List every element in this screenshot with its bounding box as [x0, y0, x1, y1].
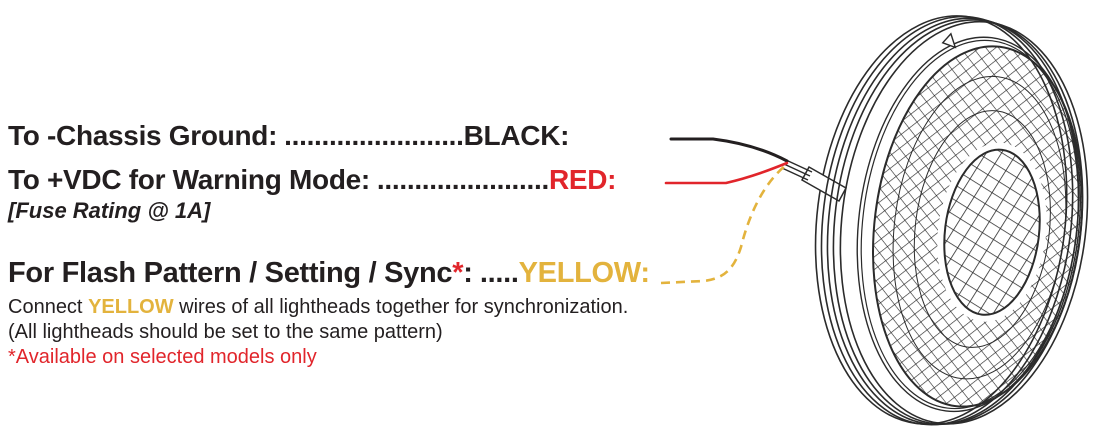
wire-name-black: BLACK:: [463, 120, 570, 151]
yellow-highlight: YELLOW: [88, 296, 174, 318]
note-text: (All lightheads should be set to the sam…: [8, 321, 443, 343]
sync-asterisk: *: [452, 257, 464, 289]
fuse-rating-text: [Fuse Rating @ 1A]: [8, 198, 211, 223]
leader-dots: .....: [479, 257, 519, 289]
wire-red: [664, 161, 789, 185]
note-text: *Available on selected models only: [8, 346, 317, 368]
vdc-warning-label: To +VDC for Warning Mode:: [8, 164, 370, 195]
lighthead-center-oval: [937, 142, 1047, 322]
row-vdc-warning-mode: To +VDC for Warning Mode:...............…: [8, 164, 617, 196]
chassis-ground-label: To -Chassis Ground:: [8, 120, 278, 151]
cable-conductors: [781, 159, 813, 181]
orientation-triangle-marker: [941, 32, 957, 49]
wire-name-yellow: YELLOW:: [518, 257, 650, 289]
note-text: wires of all lightheads together for syn…: [173, 296, 629, 318]
note-availability: *Available on selected models only: [8, 346, 317, 368]
row-flash-pattern-sync: For Flash Pattern / Setting / Sync*:....…: [8, 257, 650, 290]
note-text: Connect: [8, 296, 89, 318]
wire-black: [669, 137, 789, 163]
note-same-pattern: (All lightheads should be set to the sam…: [8, 321, 443, 343]
leader-dots: ........................: [284, 120, 464, 151]
wire-name-red: RED:: [548, 164, 617, 195]
note-sync-connect: Connect YELLOW wires of all lightheads t…: [8, 296, 628, 318]
fuse-rating-note: [Fuse Rating @ 1A]: [8, 198, 211, 223]
sync-colon: :: [463, 257, 473, 289]
wire-yellow-dashed: [660, 163, 787, 285]
row-chassis-ground: To -Chassis Ground:.....................…: [8, 120, 570, 152]
leader-dots: .......................: [376, 164, 549, 195]
lighthead-housing-rings: [781, 15, 1089, 426]
sync-label: For Flash Pattern / Setting / Sync: [8, 257, 453, 289]
